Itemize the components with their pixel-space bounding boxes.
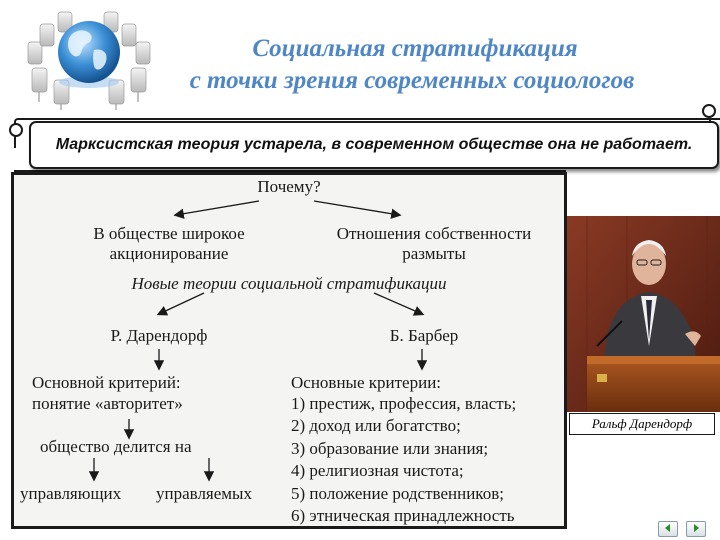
right-item: 3) образование или знания; [291,439,489,458]
reason-left-line-2: акционирование [109,244,229,263]
author-darendorf: Р. Дарендорф [110,326,208,345]
author-barber: Б. Барбер [389,326,459,345]
left-criterion-line-1: Основной критерий: [32,373,181,392]
reason-left-line-1: В обществе широкое [93,224,245,243]
stratification-diagram: Почему? В обществе широкое акционировани… [11,172,567,529]
left-group-b: управляемых [156,484,252,503]
left-group-a: управляющих [20,484,122,503]
next-slide-button[interactable] [686,521,706,537]
left-criterion-line-2: понятие «авторитет» [32,394,183,413]
scroll-band-bottom [14,166,566,172]
arrow-left-icon [663,520,673,538]
right-item: 6) этническая принадлежность [291,506,515,525]
title-line-1: Социальная стратификация [252,35,578,62]
right-item: 2) доход или богатство; [291,416,461,435]
scroll-ring-left [9,123,23,137]
diagram-subtitle: Новые теории социальной стратификации [131,274,447,293]
right-item: 1) престиж, профессия, власть; [291,394,517,413]
reason-right-line-1: Отношения собственности [336,224,532,243]
globe-chairs-logo [14,4,162,112]
statement-banner: Марксистская теория устарела, в современ… [29,121,719,169]
right-item: 5) положение родственников; [291,484,504,503]
right-item: 4) религиозная чистота; [291,461,464,480]
title-line-2: с точки зрения современных социологов [189,67,635,94]
previous-slide-button[interactable] [658,521,678,537]
left-divides: общество делится на [40,437,192,456]
arrow-why-left [173,200,260,219]
photo-caption: Ральф Дарендорф [569,413,715,435]
arrow-why-right [313,200,402,219]
reason-right-line-2: размыты [402,244,466,263]
arrow-right-icon [691,520,701,538]
right-heading: Основные критерии: [291,373,442,392]
arrow-theories-left [156,292,205,316]
diagram-arrows [88,200,428,482]
dahrendorf-photo [567,216,720,412]
diagram-question: Почему? [257,177,321,196]
scroll-ring-right [702,104,716,118]
arrow-theories-right [373,292,425,316]
